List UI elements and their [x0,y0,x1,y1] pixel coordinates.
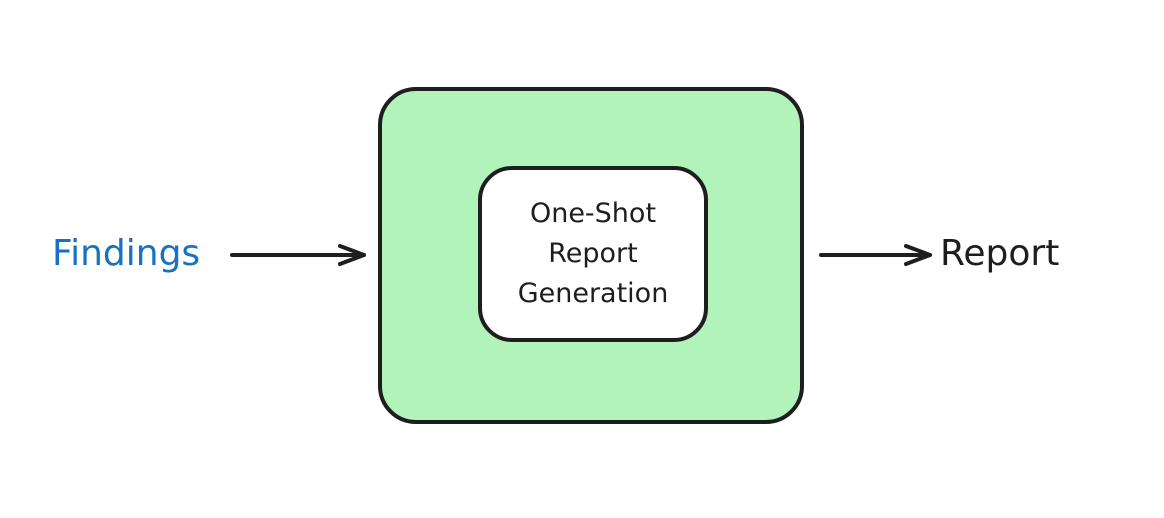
inner-process-box [478,166,708,342]
input-arrow [230,244,366,266]
input-label: Findings [52,233,201,274]
process-label-line-3: Generation [517,278,669,309]
output-label: Report [940,233,1060,274]
process-label-line-1: One-Shot [529,198,657,229]
process-label-line-2: Report [548,238,638,269]
output-arrow [819,244,932,266]
process-label: One-Shot Report Generation [480,168,706,340]
